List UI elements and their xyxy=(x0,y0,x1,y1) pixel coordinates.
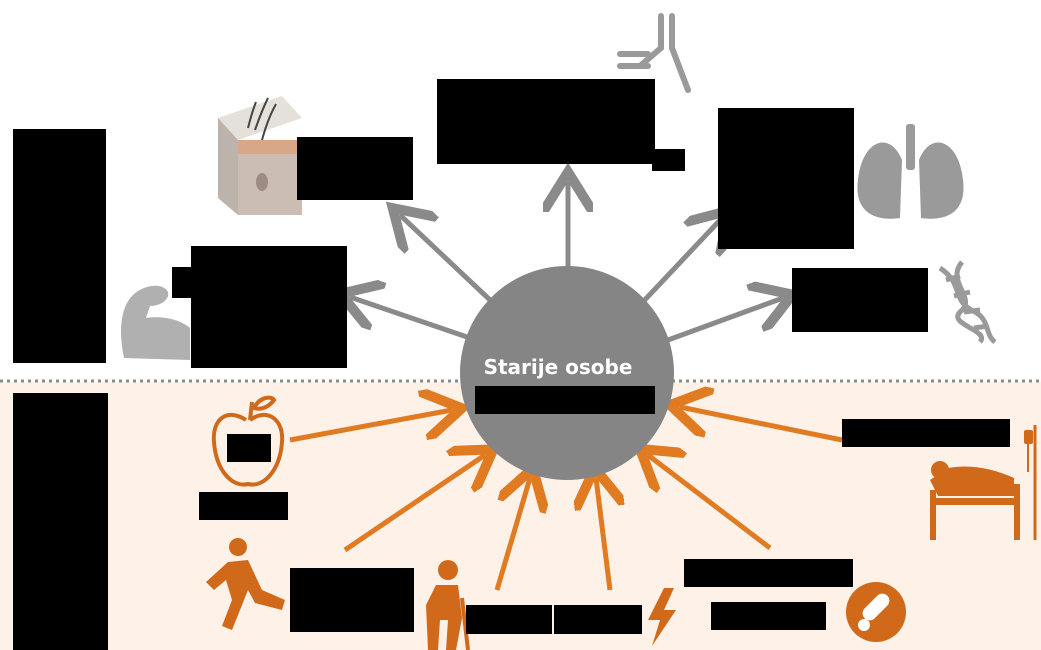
antibody-icon xyxy=(617,13,691,93)
drugs-label-box-bottom xyxy=(711,602,826,630)
apple-label-box xyxy=(227,434,271,462)
arrow-from-drugs xyxy=(648,455,772,550)
dna-icon xyxy=(938,260,997,345)
top-arrows xyxy=(350,182,783,343)
apple-icon xyxy=(211,395,285,487)
arrow-to-muscle xyxy=(350,297,471,341)
muscle-icon xyxy=(121,285,190,360)
arrow-from-activity xyxy=(343,455,485,553)
elderly-label-box xyxy=(466,605,552,634)
stress-label-box xyxy=(554,605,642,634)
arrow-from-elderly xyxy=(494,478,530,591)
arrow-from-nutrition xyxy=(289,410,452,443)
hospital-bed-icon xyxy=(930,425,1037,540)
running-person-icon xyxy=(206,538,285,630)
arrow-from-stress xyxy=(596,478,610,591)
immune-label-box-small xyxy=(652,149,685,171)
arrow-to-skin xyxy=(400,215,492,302)
left-label-box-bottom xyxy=(13,393,108,650)
skin-icon xyxy=(218,96,302,215)
dna-label-box xyxy=(792,268,928,332)
no-drugs-icon xyxy=(846,582,906,642)
immune-label-box xyxy=(437,79,655,164)
nutrition-label-box xyxy=(199,492,288,520)
center-label: Starije osobe xyxy=(483,355,633,379)
center-label-box xyxy=(475,386,655,414)
muscle-label-box-main xyxy=(191,246,347,368)
skin-label-box xyxy=(297,137,413,200)
left-label-box-top xyxy=(13,129,106,363)
bottom-arrows xyxy=(289,407,843,591)
drugs-label-box-top xyxy=(684,559,853,587)
lungs-label-box xyxy=(718,108,854,249)
lightning-icon xyxy=(648,588,676,646)
lungs-icon xyxy=(857,124,964,219)
arrow-to-lungs xyxy=(638,218,722,307)
elderly-person-icon xyxy=(426,560,470,650)
muscle-label-box-small xyxy=(172,267,216,298)
arrow-from-hospital xyxy=(680,407,843,443)
activity-label-box xyxy=(290,568,414,632)
hospital-label-box xyxy=(842,419,1010,447)
arrow-to-dna xyxy=(667,298,783,343)
center-circle xyxy=(460,266,674,480)
